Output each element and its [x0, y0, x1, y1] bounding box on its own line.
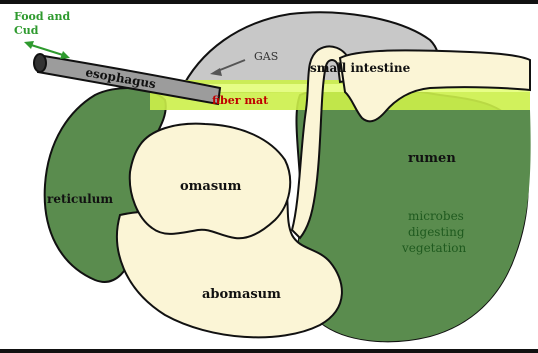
label-cud-line2: Cud: [14, 24, 39, 37]
esophagus-opening: [34, 54, 46, 72]
label-small-intestine: small intestine: [310, 61, 411, 75]
label-rumen: rumen: [408, 151, 456, 166]
top-border: [0, 0, 538, 4]
label-abomasum: abomasum: [202, 287, 281, 302]
bottom-border: [0, 349, 538, 353]
label-microbes-line3: vegetation: [401, 241, 467, 255]
label-microbes-line1: microbes: [408, 209, 464, 223]
label-food-and-line1: Food and: [14, 10, 71, 23]
label-reticulum: reticulum: [47, 192, 113, 206]
label-microbes-line2: digesting: [408, 225, 465, 239]
label-omasum: omasum: [180, 179, 242, 194]
label-fiber-mat: fiber mat: [212, 94, 269, 107]
label-gas: GAS: [254, 50, 278, 63]
